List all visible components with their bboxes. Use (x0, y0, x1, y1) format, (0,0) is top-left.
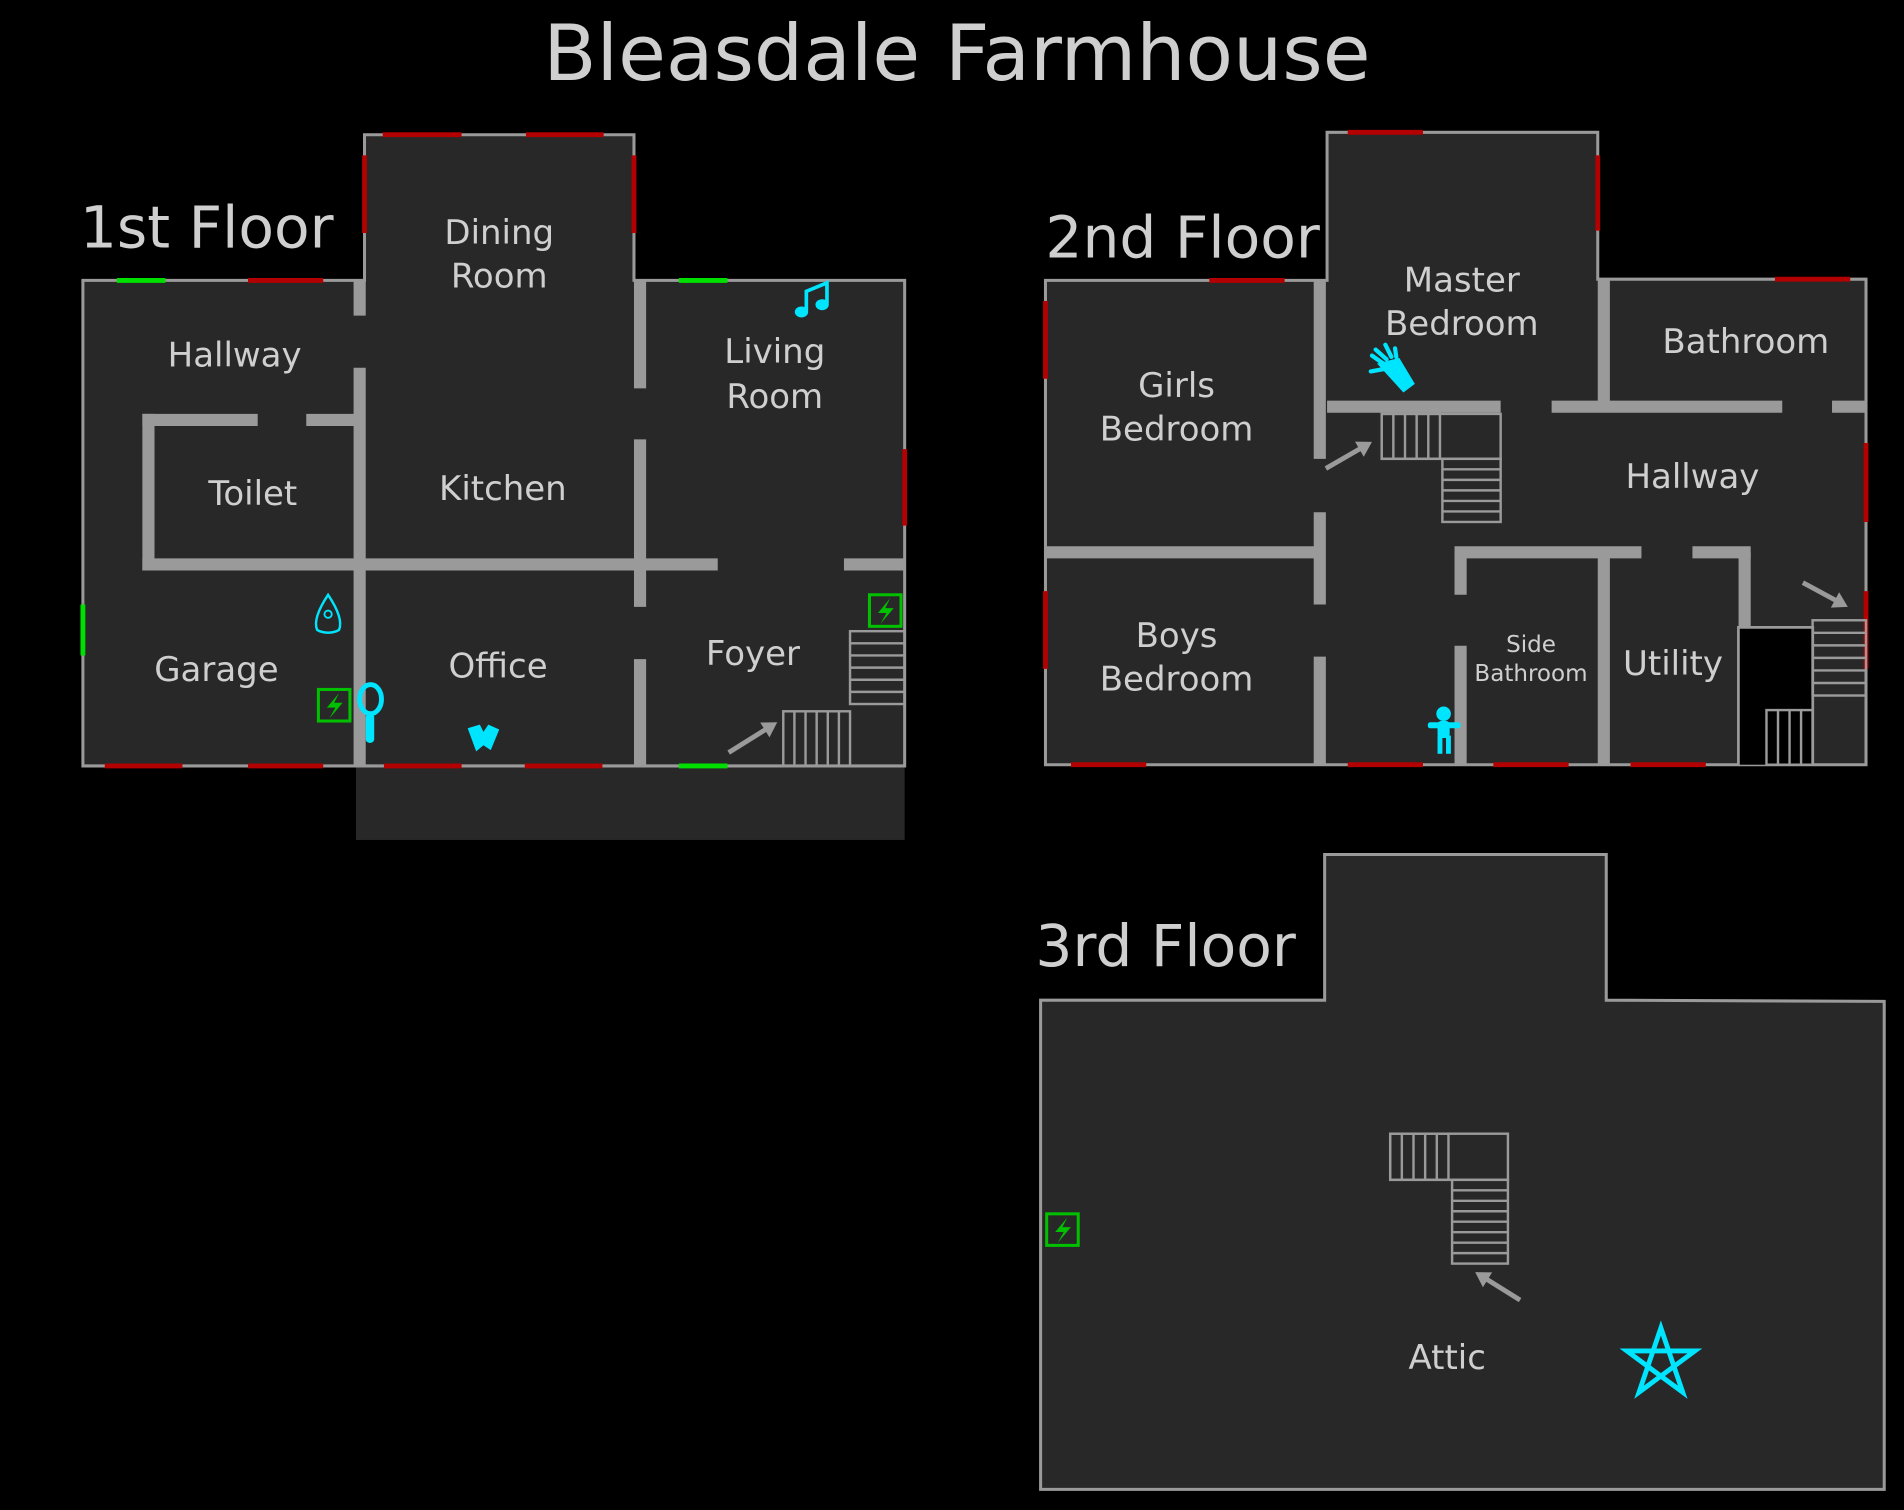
map-title: Bleasdale Farmhouse (543, 9, 1370, 99)
room-label-boys-bedroom[interactable]: Boys (1136, 616, 1218, 656)
room-label-living[interactable]: Living (724, 332, 825, 372)
room-label-living[interactable]: Room (726, 377, 823, 417)
stairs (1388, 1132, 1450, 1182)
hand-icon[interactable] (1368, 342, 1415, 393)
floor-2-label: 2nd Floor (1045, 203, 1319, 271)
room-label-dining[interactable]: Dining (444, 213, 554, 253)
floor-3: 3rd Floor Attic (1035, 853, 1886, 1491)
stairs-arrow-icon[interactable] (1475, 1272, 1522, 1303)
room-label-boys-bedroom[interactable]: Bedroom (1100, 660, 1254, 700)
room-label-hallway[interactable]: Hallway (1625, 457, 1759, 497)
void (1739, 628, 1812, 765)
floor-1: 1st Floor Dining Room Hallway Living Roo… (80, 132, 908, 840)
pentagram-icon[interactable] (1619, 1320, 1703, 1399)
porch (356, 765, 905, 840)
stairs-arrow-icon[interactable] (1324, 441, 1372, 471)
floor-1-label: 1st Floor (80, 194, 334, 262)
room-label-foyer[interactable]: Foyer (706, 634, 800, 674)
room-label-side-bathroom[interactable]: Bathroom (1474, 661, 1587, 687)
room-label-girls-bedroom[interactable]: Bedroom (1100, 410, 1254, 450)
floor-3-outline (1039, 853, 1886, 1491)
music-note-icon[interactable] (794, 280, 829, 318)
room-label-master-bedroom[interactable]: Master (1404, 260, 1520, 300)
spirit-flame-icon[interactable] (314, 592, 342, 634)
room-label-utility[interactable]: Utility (1623, 644, 1723, 684)
room-label-master-bedroom[interactable]: Bedroom (1385, 304, 1539, 344)
room-label-hallway[interactable]: Hallway (168, 336, 302, 376)
room-label-kitchen[interactable]: Kitchen (439, 469, 567, 509)
room-label-girls-bedroom[interactable]: Girls (1138, 366, 1215, 406)
room-label-side-bathroom[interactable]: Side (1506, 632, 1556, 658)
room-label-toilet[interactable]: Toilet (207, 474, 297, 514)
room-label-dining[interactable]: Room (451, 257, 548, 297)
stairs-arrow-icon[interactable] (727, 722, 778, 755)
room-label-attic[interactable]: Attic (1409, 1338, 1486, 1378)
emf-lightning-icon[interactable] (1045, 1212, 1080, 1247)
room-label-office[interactable]: Office (448, 646, 547, 686)
magnifier-icon[interactable] (357, 682, 384, 743)
room-label-bathroom[interactable]: Bathroom (1662, 322, 1829, 362)
tarot-cards-icon[interactable] (467, 724, 500, 752)
floor-2: 2nd Floor Girls Bedroom Master Bedroom B… (1043, 129, 1869, 768)
stairs (1380, 412, 1442, 461)
room-label-garage[interactable]: Garage (154, 650, 278, 690)
voodoo-doll-icon[interactable] (1427, 706, 1461, 754)
floor-3-label: 3rd Floor (1035, 912, 1295, 980)
emf-lightning-icon[interactable] (867, 593, 903, 628)
stairs-arrow-icon[interactable] (1801, 580, 1848, 608)
emf-lightning-icon[interactable] (316, 687, 352, 723)
